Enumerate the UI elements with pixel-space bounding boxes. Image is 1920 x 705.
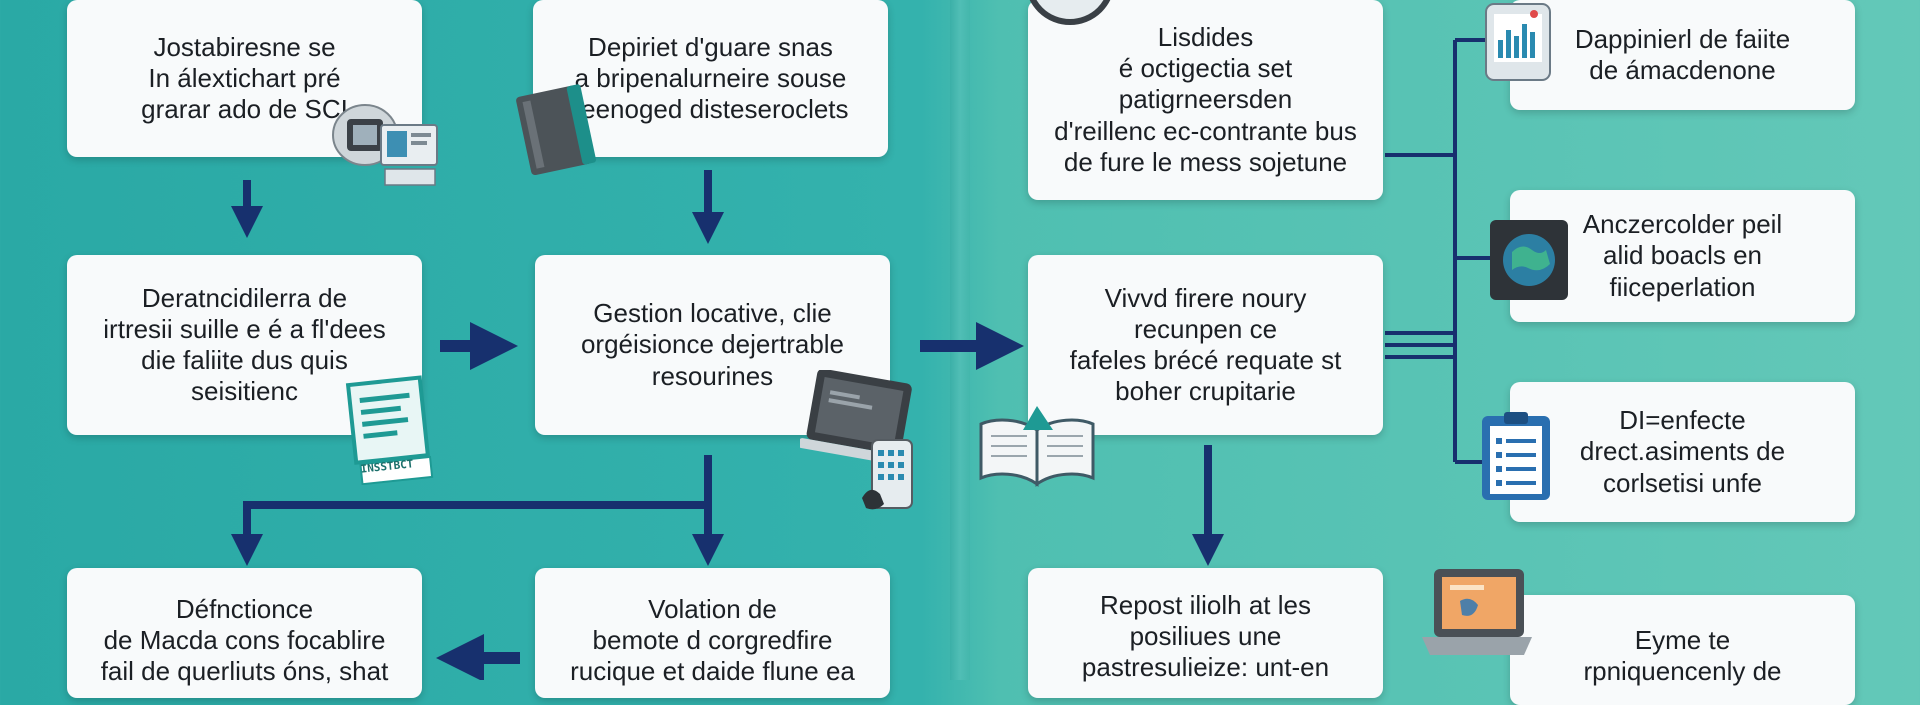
- box-step-10-line-3: fail de querliuts óns, shat: [100, 656, 389, 687]
- globe-screen-icon: [1490, 220, 1568, 300]
- box-step-5-line-4: seisitienc: [191, 376, 298, 407]
- box-step-3-line-3: patigrneersden: [1118, 84, 1293, 115]
- box-step-2: Depiriet d'guare snas a bripenalurneire …: [533, 0, 888, 157]
- laptop-icon: [1422, 569, 1532, 655]
- document-certificate-icon: [345, 375, 434, 485]
- box-step-11-line-3: rucique et daide flune ea: [570, 656, 855, 687]
- robot-machine-icon: [332, 104, 438, 186]
- box-step-13-line-1: Eyme te: [1634, 625, 1731, 655]
- box-step-12: Repost iliolh at les posiliues une pastr…: [1028, 568, 1383, 698]
- clock-icon: [1029, 0, 1111, 25]
- laptop-and-phone-icon: [800, 370, 913, 510]
- box-step-3-line-2: é octigectia set: [1118, 53, 1293, 84]
- box-step-12-line-2: posiliues une: [1129, 621, 1282, 652]
- box-step-11-line-1: Volation de: [648, 594, 777, 624]
- box-step-4-line-2: de ámacdenone: [1589, 55, 1776, 85]
- box-step-2-line-1: Depiriet d'guare snas: [588, 31, 833, 62]
- box-step-8-line-1: Anczercolder peil: [1582, 209, 1783, 240]
- box-step-12-line-1: Repost iliolh at les: [1099, 590, 1311, 620]
- box-step-6-line-1: Gestion locative, clie: [593, 298, 832, 329]
- box-step-2-line-2: a bripenalurneire souse: [574, 62, 847, 93]
- box-step-3-line-5: de fure le mess sojetune: [1063, 146, 1348, 177]
- box-step-6: Gestion locative, clie orgéisionce dejer…: [535, 255, 890, 435]
- box-step-6-line-2: orgéisionce dejertrable: [580, 329, 845, 360]
- box-step-7-line-3: fafeles brécé requate st: [1069, 345, 1342, 375]
- box-step-12-line-3: pastresulieize: unt-en: [1081, 652, 1330, 683]
- box-step-9: DI=enfecte drect.asiments de corlsetisi …: [1510, 382, 1855, 522]
- box-step-9-line-2: drect.asiments de: [1579, 436, 1786, 467]
- box-step-1-line-3: grarar ado de SCI: [141, 94, 348, 125]
- box-step-9-line-1: DI=enfecte: [1619, 405, 1746, 436]
- box-step-2-line-3: reenoged disteseroclets: [572, 94, 849, 125]
- box-step-4: Dappinierl de faiite de ámacdenone: [1510, 0, 1855, 110]
- box-step-7-line-4: boher crupitarie: [1115, 376, 1296, 407]
- box-step-5-line-2: irtresii suille e é a fl'dees: [103, 313, 386, 344]
- open-book-icon: [979, 406, 1095, 487]
- box-step-3-line-1: Lisdides: [1157, 22, 1254, 53]
- box-step-8-line-3: fiiceperlation: [1609, 271, 1756, 302]
- box-step-4-line-1: Dappinierl de faiite: [1574, 23, 1791, 54]
- box-step-5-line-3: die faliite dus quis: [141, 345, 348, 375]
- box-step-7-line-2: recunpen ce: [1133, 313, 1278, 344]
- box-step-11: Volation de bemote d corgredfire rucique…: [535, 568, 890, 698]
- box-step-8-line-2: alid boacls en: [1603, 240, 1762, 271]
- box-step-10-line-2: de Macda cons focablire: [103, 625, 386, 656]
- box-step-6-line-3: resourines: [651, 360, 774, 391]
- binder-icon: [516, 84, 597, 176]
- box-step-3: Lisdides é octigectia set patigrneersden…: [1028, 0, 1383, 200]
- box-step-9-line-3: corlsetisi unfe: [1603, 467, 1762, 498]
- arrow-b6-split: [231, 455, 712, 566]
- clipboard-checklist-icon: [1482, 412, 1550, 500]
- box-step-11-line-2: bemote d corgredfire: [592, 625, 833, 656]
- box-step-10-line-1: Défnctionce: [175, 594, 314, 624]
- box-step-1-line-1: Jostabiresne se: [153, 31, 336, 62]
- box-step-10: Défnctionce de Macda cons focablire fail…: [67, 568, 422, 698]
- dashboard-device-icon: [1485, 3, 1551, 81]
- box-step-7: Vivvd firere noury recunpen ce fafeles b…: [1028, 255, 1383, 435]
- box-step-13-line-2: rpniquencenly de: [1583, 656, 1782, 687]
- box-step-5-line-1: Deratncidilerra de: [141, 282, 348, 313]
- box-step-1-line-2: In álextichart pré: [148, 62, 341, 93]
- box-step-3-line-4: d'reillenc ec-contrante bus: [1054, 115, 1357, 146]
- box-step-13: Eyme te rpniquencenly de: [1510, 595, 1855, 705]
- box-step-7-line-1: Vivvd firere noury: [1104, 282, 1307, 313]
